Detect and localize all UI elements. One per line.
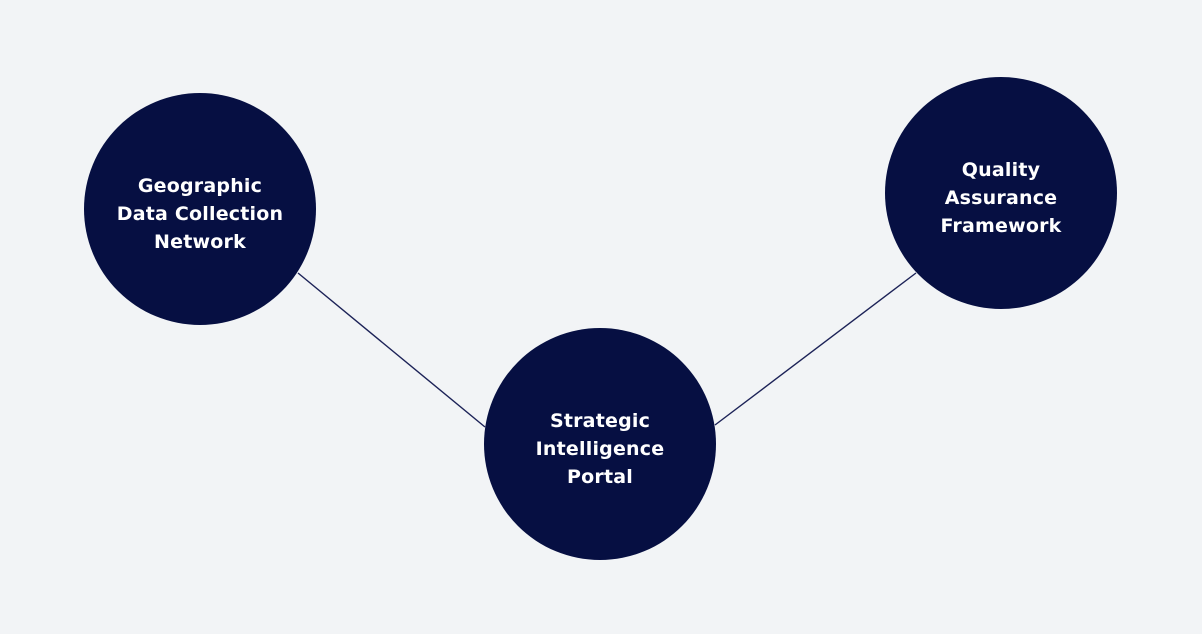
node-quality-assurance-framework: Quality Assurance Framework — [885, 77, 1117, 309]
node-label-line: Intelligence — [535, 438, 665, 460]
node-geographic-data-collection-network: Geographic Data Collection Network — [84, 93, 316, 325]
node-label: Strategic Intelligence Portal — [536, 407, 665, 491]
node-label: Geographic Data Collection Network — [117, 172, 283, 256]
node-label-line: Geographic — [137, 175, 263, 197]
edge-left-to-center — [297, 272, 486, 428]
node-label-line: Portal — [567, 466, 633, 488]
node-label-line: Assurance — [944, 187, 1058, 209]
node-strategic-intelligence-portal: Strategic Intelligence Portal — [484, 328, 716, 560]
node-label-line: Framework — [940, 215, 1062, 237]
node-label-line: Quality — [961, 159, 1041, 181]
node-label-line: Data Collection — [116, 203, 284, 225]
edge-center-to-right — [714, 272, 917, 426]
node-label-line: Strategic — [549, 410, 651, 432]
node-label-line: Network — [154, 231, 246, 253]
node-label: Quality Assurance Framework — [940, 156, 1061, 240]
